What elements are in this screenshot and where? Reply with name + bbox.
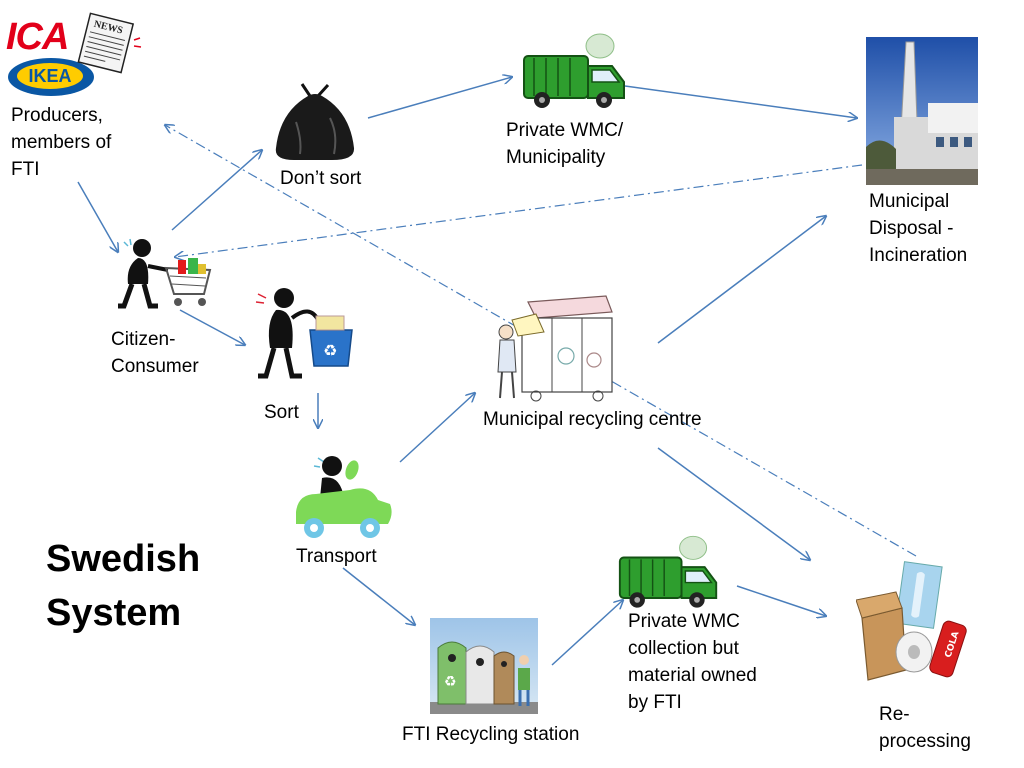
- arrow-centre-to-reprocessing: [657, 447, 810, 560]
- arrow-dontsort-to-truck: [367, 77, 512, 119]
- arrow-citizen-to-dontsort: [171, 150, 262, 231]
- svg-text:♻: ♻: [323, 341, 337, 360]
- arrow-truck-to-incineration: [624, 85, 857, 118]
- shopper-icon: [118, 238, 212, 309]
- arrow-transport-to-centre: [399, 393, 475, 463]
- arrow-producers-to-citizen: [77, 181, 118, 252]
- recycling-centre-label: Municipal recycling centre: [483, 409, 702, 430]
- dashed-arrow-reprocessing-to-producers: [165, 125, 917, 557]
- sorting-person-icon: ♻: [255, 288, 353, 379]
- reprocessing-label: Re- processing: [879, 704, 971, 752]
- dont-sort-label: Don’t sort: [280, 168, 362, 189]
- fti-station-label: FTI Recycling station: [402, 724, 580, 745]
- private-wmc-label: Private WMC/ Municipality: [506, 120, 624, 168]
- arrow-centre-to-incineration: [657, 216, 826, 344]
- sort-label: Sort: [264, 402, 299, 423]
- incinerator-photo: [866, 37, 978, 185]
- recycling-centre-icon: [497, 295, 613, 402]
- arrow-citizen-to-sort: [179, 309, 245, 345]
- transport-label: Transport: [296, 546, 377, 567]
- dashed-arrow-incineration-to-citizen: [175, 164, 863, 257]
- garbage-truck-icon: [523, 33, 625, 108]
- trash-bag-icon: [275, 83, 355, 160]
- car-icon: [296, 456, 392, 538]
- arrow-transport-to-station: [342, 567, 415, 625]
- private-collection-label: Private WMC collection but material owne…: [628, 611, 757, 713]
- recycling-station-photo: ♻: [430, 618, 538, 714]
- materials-icon: COLA: [856, 561, 967, 681]
- diagram-title: Swedish System: [46, 538, 201, 634]
- arrow-collection-to-reprocessing: [736, 585, 826, 616]
- newspaper-icon: NEWS: [77, 12, 142, 74]
- ica-logo: ICA: [6, 16, 69, 58]
- incineration-label: Municipal Disposal - Incineration: [869, 191, 968, 266]
- producers-label: Producers, members of FTI: [11, 105, 112, 180]
- ikea-logo: IKEA: [8, 58, 94, 96]
- svg-text:♻: ♻: [444, 674, 457, 690]
- ikea-logo-text: IKEA: [17, 63, 83, 89]
- citizen-consumer-label: Citizen- Consumer: [111, 329, 199, 377]
- arrow-station-to-collection: [551, 600, 623, 666]
- garbage-truck-icon-2: [618, 535, 718, 608]
